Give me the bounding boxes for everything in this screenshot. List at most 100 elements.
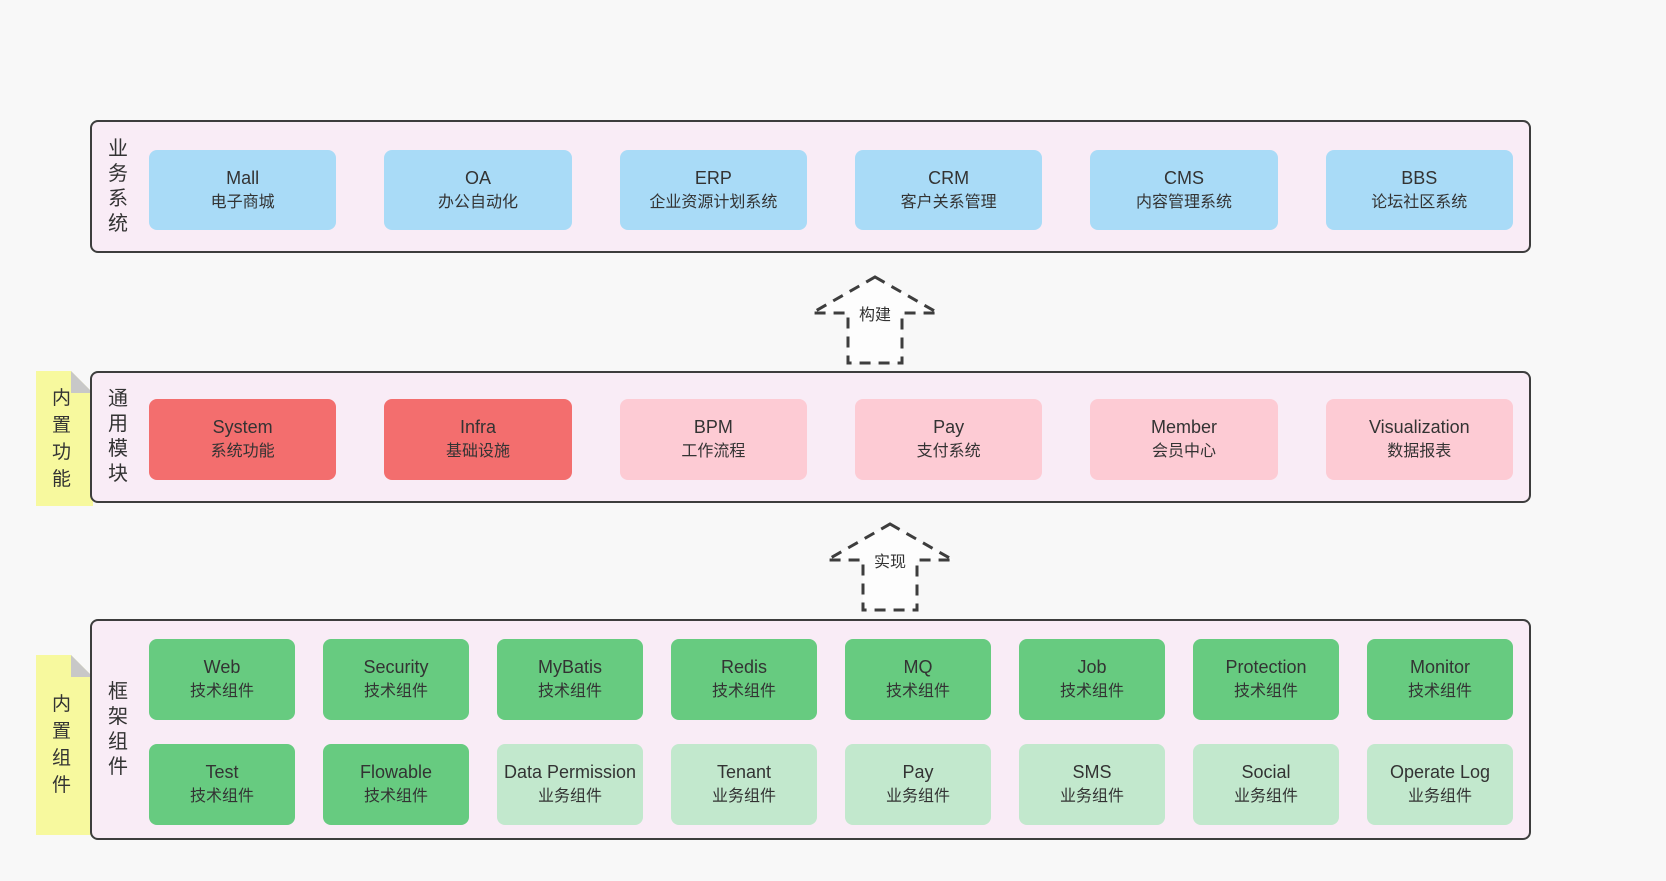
box-crm: CRM 客户关系管理 bbox=[854, 150, 1043, 230]
sticky-note-builtin-components: 内置组件 bbox=[36, 655, 93, 835]
box-title: Protection bbox=[1225, 657, 1307, 677]
box-subtitle: 技术组件 bbox=[1059, 683, 1124, 700]
box-social: Social 业务组件 bbox=[1193, 744, 1339, 825]
box-title: Operate Log bbox=[1389, 762, 1491, 782]
box-test: Test 技术组件 bbox=[149, 744, 295, 825]
box-redis: Redis 技术组件 bbox=[671, 639, 817, 720]
box-mq: MQ 技术组件 bbox=[845, 639, 991, 720]
arrow-build: 构建 bbox=[806, 274, 944, 366]
box-security: Security 技术组件 bbox=[323, 639, 469, 720]
box-title: CMS bbox=[1163, 167, 1204, 188]
panel-label-common-modules: 通用模块 bbox=[108, 388, 128, 485]
box-pay-system: Pay 支付系统 bbox=[854, 399, 1043, 480]
box-title: Test bbox=[205, 762, 239, 782]
box-title: ERP bbox=[694, 167, 732, 188]
box-subtitle: 技术组件 bbox=[189, 683, 254, 700]
box-mybatis: MyBatis 技术组件 bbox=[497, 639, 643, 720]
sticky-note-label: 内置组件 bbox=[51, 694, 71, 796]
box-subtitle: 论坛社区系统 bbox=[1371, 193, 1468, 211]
panel-common-modules: 通用模块 System 系统功能 Infra 基础设施 BPM 工作流程 Pay… bbox=[90, 371, 1531, 503]
box-title: Data Permission bbox=[503, 762, 637, 782]
box-subtitle: 技术组件 bbox=[363, 683, 428, 700]
box-data-permission: Data Permission 业务组件 bbox=[497, 744, 643, 825]
box-subtitle: 工作流程 bbox=[681, 443, 746, 460]
box-operate-log: Operate Log 业务组件 bbox=[1367, 744, 1513, 825]
common-modules-row: System 系统功能 Infra 基础设施 BPM 工作流程 Pay 支付系统… bbox=[149, 399, 1513, 480]
box-title: Pay bbox=[902, 762, 934, 782]
box-subtitle: 技术组件 bbox=[711, 683, 776, 700]
box-subtitle: 办公自动化 bbox=[437, 193, 518, 211]
sticky-note-background bbox=[36, 655, 93, 835]
box-mall: Mall 电子商城 bbox=[149, 150, 337, 230]
box-subtitle: 业务组件 bbox=[537, 788, 602, 805]
box-erp: ERP 企业资源计划系统 bbox=[619, 150, 807, 230]
box-subtitle: 客户关系管理 bbox=[900, 193, 997, 211]
box-web: Web 技术组件 bbox=[149, 639, 295, 720]
box-subtitle: 技术组件 bbox=[1233, 683, 1298, 700]
sticky-note-builtin-features: 内置功能 bbox=[36, 371, 93, 506]
box-subtitle: 电子商城 bbox=[210, 193, 275, 211]
box-monitor: Monitor 技术组件 bbox=[1367, 639, 1513, 720]
box-subtitle: 基础设施 bbox=[445, 443, 510, 460]
panel-business-systems: 业务系统 Mall 电子商城 OA 办公自动化 ERP 企业资源计划系统 CRM… bbox=[90, 120, 1531, 253]
box-title: Member bbox=[1150, 417, 1217, 437]
box-title: Monitor bbox=[1409, 657, 1471, 677]
box-title: Visualization bbox=[1368, 417, 1470, 437]
framework-components-row-1: Web 技术组件 Security 技术组件 MyBatis 技术组件 Redi… bbox=[149, 639, 1513, 720]
box-subtitle: 业务组件 bbox=[885, 788, 950, 805]
sticky-note-label: 内置功能 bbox=[51, 387, 71, 490]
box-title: Redis bbox=[720, 657, 768, 677]
box-subtitle: 技术组件 bbox=[537, 683, 602, 700]
box-subtitle: 内容管理系统 bbox=[1135, 193, 1232, 211]
box-subtitle: 业务组件 bbox=[1059, 788, 1124, 805]
box-title: Infra bbox=[459, 417, 496, 437]
box-tenant: Tenant 业务组件 bbox=[671, 744, 817, 825]
panel-label-business-systems: 业务系统 bbox=[108, 137, 128, 235]
box-subtitle: 支付系统 bbox=[916, 443, 981, 460]
box-subtitle: 系统功能 bbox=[210, 443, 275, 460]
sticky-note-background bbox=[36, 371, 93, 506]
box-title: System bbox=[212, 417, 273, 437]
box-member: Member 会员中心 bbox=[1090, 399, 1278, 480]
box-subtitle: 业务组件 bbox=[1233, 788, 1298, 805]
box-title: MQ bbox=[903, 657, 933, 677]
box-title: SMS bbox=[1072, 762, 1112, 782]
box-title: Pay bbox=[933, 417, 965, 437]
box-title: Job bbox=[1077, 657, 1107, 677]
box-subtitle: 数据报表 bbox=[1387, 443, 1452, 460]
box-flowable: Flowable 技术组件 bbox=[323, 744, 469, 825]
box-subtitle: 企业资源计划系统 bbox=[649, 193, 778, 211]
box-visualization: Visualization 数据报表 bbox=[1325, 399, 1513, 480]
box-cms: CMS 内容管理系统 bbox=[1090, 150, 1278, 230]
panel-label-framework-components: 框架组件 bbox=[108, 680, 128, 778]
box-title: Tenant bbox=[716, 762, 772, 782]
box-title: Mall bbox=[226, 167, 260, 188]
box-title: Web bbox=[203, 657, 241, 677]
box-subtitle: 会员中心 bbox=[1151, 443, 1216, 460]
box-title: Flowable bbox=[359, 762, 433, 782]
business-systems-row: Mall 电子商城 OA 办公自动化 ERP 企业资源计划系统 CRM 客户关系… bbox=[149, 150, 1513, 230]
box-subtitle: 技术组件 bbox=[885, 683, 950, 700]
box-subtitle: 技术组件 bbox=[189, 788, 254, 805]
box-title: OA bbox=[464, 167, 491, 188]
box-infra: Infra 基础设施 bbox=[384, 399, 572, 480]
panel-framework-components: 框架组件 Web 技术组件 Security 技术组件 MyBatis 技术组件… bbox=[90, 619, 1531, 840]
box-system: System 系统功能 bbox=[149, 399, 337, 480]
box-bpm: BPM 工作流程 bbox=[619, 399, 807, 480]
box-title: CRM bbox=[928, 167, 970, 188]
box-subtitle: 业务组件 bbox=[711, 788, 776, 805]
box-title: BPM bbox=[693, 417, 733, 437]
box-title: Social bbox=[1241, 762, 1291, 782]
box-title: MyBatis bbox=[537, 657, 602, 677]
box-title: Security bbox=[363, 657, 429, 677]
box-subtitle: 业务组件 bbox=[1407, 788, 1472, 805]
box-job: Job 技术组件 bbox=[1019, 639, 1165, 720]
box-title: BBS bbox=[1401, 167, 1438, 188]
box-subtitle: 技术组件 bbox=[1407, 683, 1472, 700]
framework-components-row-2: Test 技术组件 Flowable 技术组件 Data Permission … bbox=[149, 744, 1513, 825]
arrow-label: 实现 bbox=[868, 551, 912, 575]
arrow-label: 构建 bbox=[853, 304, 897, 328]
box-pay-component: Pay 业务组件 bbox=[845, 744, 991, 825]
box-subtitle: 技术组件 bbox=[363, 788, 428, 805]
